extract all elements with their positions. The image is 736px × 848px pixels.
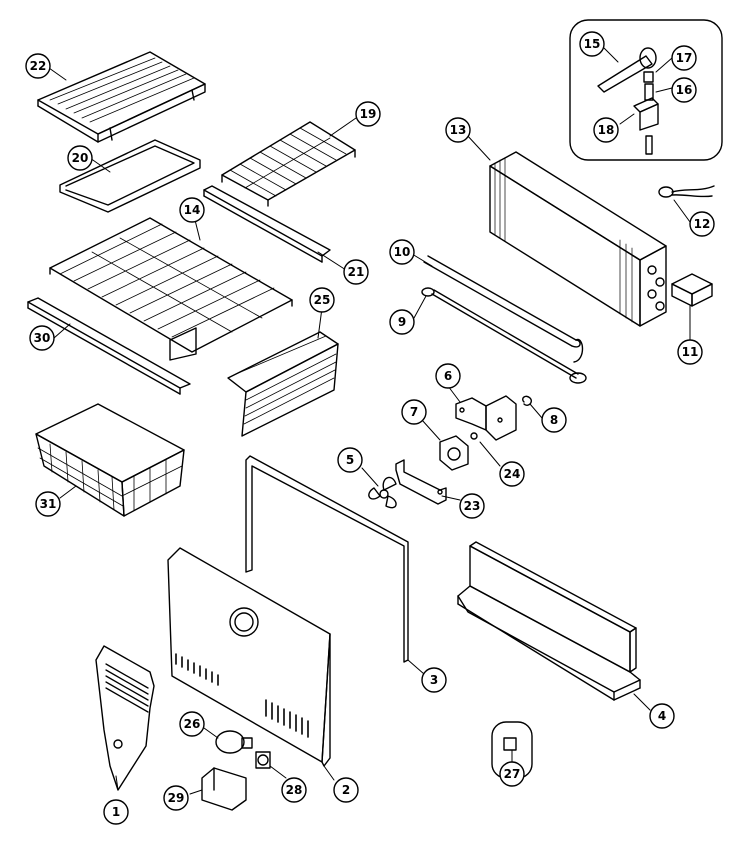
svg-text:19: 19 (360, 107, 377, 121)
svg-text:21: 21 (348, 265, 365, 279)
callout-21: 21 (343, 259, 369, 285)
callout-15: 15 (579, 31, 605, 57)
svg-text:12: 12 (694, 217, 711, 231)
part-30-trim (27, 297, 191, 395)
svg-text:25: 25 (314, 293, 331, 307)
callouts: 22 20 19 14 21 30 25 31 15 17 16 18 13 1… (25, 31, 715, 825)
part-21-trim (203, 185, 331, 263)
svg-text:1: 1 (112, 805, 120, 819)
part-22-shelf (37, 51, 206, 143)
callout-16: 16 (671, 77, 697, 103)
part-8-clip (521, 395, 533, 407)
callout-9: 9 (389, 309, 415, 335)
svg-text:31: 31 (40, 497, 57, 511)
part-14-wire-shelf (49, 217, 293, 361)
part-15-tube (597, 55, 653, 93)
part-31-basket (35, 403, 185, 517)
part-1-housing (95, 645, 155, 791)
svg-text:9: 9 (398, 315, 406, 329)
part-28-socket (255, 751, 271, 769)
callout-28: 28 (281, 777, 307, 803)
callout-26: 26 (179, 711, 205, 737)
callout-24: 24 (499, 461, 525, 487)
svg-text:13: 13 (450, 123, 467, 137)
callout-17: 17 (671, 45, 697, 71)
part-3-gasket (245, 455, 409, 663)
svg-text:22: 22 (30, 59, 47, 73)
svg-text:10: 10 (394, 245, 411, 259)
svg-text:30: 30 (34, 331, 51, 345)
svg-text:20: 20 (72, 151, 89, 165)
callout-10: 10 (389, 239, 415, 265)
part-26-bulb (215, 730, 253, 754)
svg-text:16: 16 (676, 83, 693, 97)
part-17 (643, 71, 654, 83)
callout-13: 13 (445, 117, 471, 143)
callout-29: 29 (163, 785, 189, 811)
part-23-bracket (395, 459, 447, 505)
callout-27: 27 (499, 761, 525, 787)
part-11-block (671, 273, 713, 307)
svg-text:29: 29 (168, 791, 185, 805)
callout-19: 19 (355, 101, 381, 127)
svg-text:14: 14 (184, 203, 201, 217)
callout-11: 11 (677, 339, 703, 365)
svg-text:17: 17 (676, 51, 693, 65)
callout-31: 31 (35, 491, 61, 517)
callout-20: 20 (67, 145, 93, 171)
part-24-screw (470, 432, 478, 440)
callout-8: 8 (541, 407, 567, 433)
part-19-wire-shelf (221, 121, 356, 207)
callout-14: 14 (179, 197, 205, 223)
part-6-bracket (455, 395, 517, 441)
part-9-heater (421, 287, 587, 384)
callout-3: 3 (421, 667, 447, 693)
svg-text:26: 26 (184, 717, 201, 731)
svg-text:6: 6 (444, 369, 452, 383)
callout-25: 25 (309, 287, 335, 313)
part-20-wire-frame (59, 139, 201, 213)
part-25-cover (227, 331, 339, 437)
leader-lines (48, 47, 691, 795)
svg-text:28: 28 (286, 783, 303, 797)
callout-23: 23 (459, 493, 485, 519)
callout-18: 18 (593, 117, 619, 143)
part-10-heater (423, 255, 584, 363)
svg-text:15: 15 (584, 37, 601, 51)
part-29-lamp-cover (201, 767, 247, 811)
callout-6: 6 (435, 363, 461, 389)
svg-text:4: 4 (658, 709, 666, 723)
svg-text:11: 11 (682, 345, 699, 359)
callout-1: 1 (103, 799, 129, 825)
part-5-fan-blade (368, 476, 397, 509)
part-2-panel (167, 547, 331, 767)
part-4-channel (457, 541, 641, 701)
svg-text:24: 24 (504, 467, 521, 481)
svg-text:8: 8 (550, 413, 558, 427)
part-7-motor (439, 435, 469, 471)
callout-2: 2 (333, 777, 359, 803)
svg-text:23: 23 (464, 499, 481, 513)
svg-text:5: 5 (346, 453, 354, 467)
svg-text:18: 18 (598, 123, 615, 137)
svg-text:27: 27 (504, 767, 521, 781)
part-12-sensor (658, 185, 715, 198)
callout-30: 30 (29, 325, 55, 351)
svg-text:3: 3 (430, 673, 438, 687)
part-13-evaporator (489, 151, 667, 327)
callout-7: 7 (401, 399, 427, 425)
svg-text:2: 2 (342, 783, 350, 797)
svg-text:7: 7 (410, 405, 418, 419)
callout-5: 5 (337, 447, 363, 473)
callout-4: 4 (649, 703, 675, 729)
callout-12: 12 (689, 211, 715, 237)
callout-22: 22 (25, 53, 51, 79)
inset-box (569, 19, 723, 161)
